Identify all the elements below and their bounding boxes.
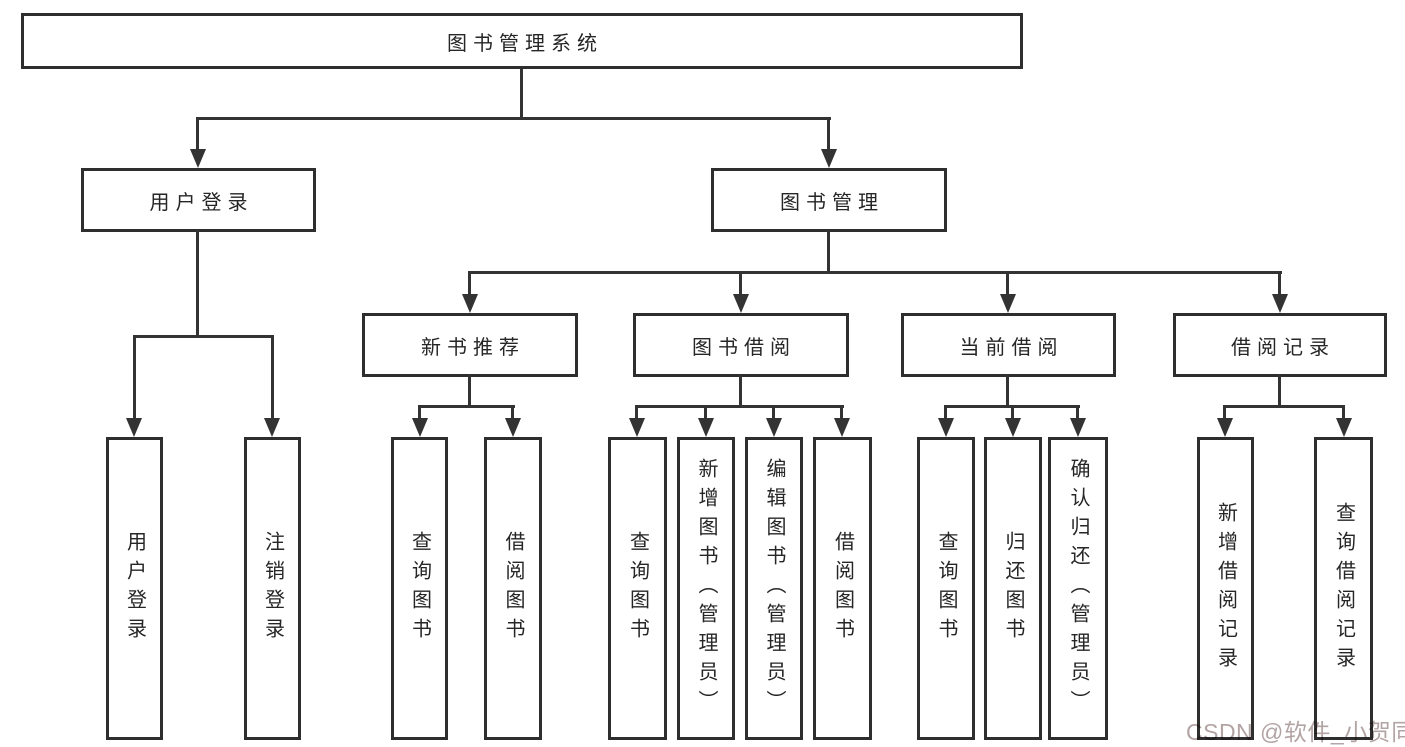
connector-shaft-bor-edit xyxy=(772,405,775,420)
leaf-record-query: 查询借阅记录 xyxy=(1314,437,1373,740)
arrowhead-leaf-login xyxy=(126,418,142,437)
connector-shaft-current xyxy=(1006,271,1009,296)
leaf-borrow-query-book: 查询图书 xyxy=(608,437,667,740)
connector-recommend-branch xyxy=(418,405,515,408)
connector-shaft-bor-query xyxy=(635,405,638,420)
leaf-user-login-label: 用户登录 xyxy=(123,530,146,647)
arrowhead-borrow xyxy=(733,294,749,313)
connector-shaft-record xyxy=(1278,271,1281,296)
node-user-login-label: 用户登录 xyxy=(149,191,254,214)
arrowhead-cur-query xyxy=(938,418,954,437)
arrowhead-bor-query xyxy=(629,418,645,437)
leaf-borrow-add-book-admin: 新增图书（管理员） xyxy=(677,437,735,740)
arrowhead-leaf-logout xyxy=(264,418,280,437)
node-current-borrow: 当前借阅 xyxy=(901,313,1116,377)
arrowhead-book-mgmt xyxy=(821,149,837,168)
leaf-record-add-label: 新增借阅记录 xyxy=(1214,501,1237,676)
leaf-borrow-lend-book: 借阅图书 xyxy=(813,437,872,740)
node-borrow-record-label: 借阅记录 xyxy=(1231,336,1335,359)
connector-mgmt-stub xyxy=(827,230,830,273)
connector-record-branch xyxy=(1224,405,1345,408)
leaf-user-login: 用户登录 xyxy=(106,437,163,740)
arrowhead-record-add xyxy=(1217,418,1233,437)
connector-shaft-leaf-login xyxy=(133,335,136,420)
connector-borrow-stub xyxy=(739,374,742,407)
connector-shaft-bor-lend xyxy=(840,405,843,420)
connector-current-stub xyxy=(1006,374,1009,407)
arrowhead-cur-return xyxy=(1005,418,1021,437)
leaf-recommend-query-book: 查询图书 xyxy=(391,437,448,740)
connector-shaft-user-login xyxy=(196,117,199,150)
leaf-borrow-lend-book-label: 借阅图书 xyxy=(831,530,854,647)
connector-shaft-leaf-logout xyxy=(271,335,274,420)
node-root-system: 图书管理系统 xyxy=(21,13,1023,69)
connector-shaft-cur-return xyxy=(1011,405,1014,420)
arrowhead-bor-lend xyxy=(834,418,850,437)
connector-shaft-borrow xyxy=(739,271,742,296)
node-book-management-label: 图书管理 xyxy=(780,191,884,214)
arrowhead-user-login xyxy=(190,149,206,168)
node-book-borrow-label: 图书借阅 xyxy=(692,336,796,359)
node-current-borrow-label: 当前借阅 xyxy=(959,336,1064,359)
leaf-user-logout-label: 注销登录 xyxy=(261,530,284,647)
connector-shaft-record-query xyxy=(1342,405,1345,420)
connector-shaft-book-mgmt xyxy=(827,117,830,150)
connector-shaft-bor-add xyxy=(704,405,707,420)
arrowhead-recommend xyxy=(462,294,478,313)
arrowhead-bor-edit xyxy=(766,418,782,437)
leaf-user-logout: 注销登录 xyxy=(244,437,301,740)
leaf-borrow-edit-book-admin-label: 编辑图书（管理员） xyxy=(763,458,785,719)
arrowhead-current xyxy=(1000,294,1016,313)
node-root-label: 图书管理系统 xyxy=(447,32,603,55)
node-new-book-recommend-label: 新书推荐 xyxy=(421,336,525,359)
connector-shaft-cur-query xyxy=(944,405,947,420)
connector-root-branch xyxy=(197,117,831,120)
leaf-current-confirm-return-admin-label: 确认归还（管理员） xyxy=(1067,458,1089,719)
arrowhead-bor-add xyxy=(698,418,714,437)
leaf-record-query-label: 查询借阅记录 xyxy=(1332,501,1355,676)
csdn-watermark: CSDN @软件_小贺同学 xyxy=(1186,719,1405,745)
connector-shaft-recommend xyxy=(468,271,471,296)
connector-shaft-rec-add xyxy=(1223,405,1226,420)
leaf-recommend-borrow-book-label: 借阅图书 xyxy=(502,530,524,647)
arrowhead-record-query xyxy=(1336,418,1352,437)
connector-shaft-rec-borrow xyxy=(511,405,514,420)
connector-user-branch xyxy=(133,335,274,338)
arrowhead-rec-query xyxy=(412,418,428,437)
leaf-current-return-book-label: 归还图书 xyxy=(1002,530,1024,647)
leaf-borrow-add-book-admin-label: 新增图书（管理员） xyxy=(695,458,717,719)
connector-recommend-stub xyxy=(468,374,471,407)
connector-user-stub xyxy=(196,230,199,337)
leaf-recommend-borrow-book: 借阅图书 xyxy=(484,437,542,740)
leaf-borrow-edit-book-admin: 编辑图书（管理员） xyxy=(745,437,803,740)
node-borrow-record: 借阅记录 xyxy=(1173,313,1387,377)
connector-record-stub xyxy=(1278,374,1281,407)
arrowhead-cur-confirm xyxy=(1070,418,1086,437)
node-new-book-recommend: 新书推荐 xyxy=(362,313,578,377)
leaf-current-confirm-return-admin: 确认归还（管理员） xyxy=(1048,437,1108,740)
arrowhead-rec-borrow xyxy=(505,418,521,437)
leaf-current-query-book: 查询图书 xyxy=(917,437,975,740)
connector-shaft-rec-query xyxy=(418,405,421,420)
connector-borrow-branch xyxy=(635,405,844,408)
node-book-borrow: 图书借阅 xyxy=(633,313,849,377)
leaf-record-add: 新增借阅记录 xyxy=(1197,437,1254,740)
connector-root-stub xyxy=(520,69,523,119)
leaf-recommend-query-book-label: 查询图书 xyxy=(408,530,431,647)
node-user-login: 用户登录 xyxy=(81,168,316,232)
connector-mgmt-branch xyxy=(468,271,1282,274)
leaf-borrow-query-book-label: 查询图书 xyxy=(626,530,649,647)
node-book-management: 图书管理 xyxy=(711,168,947,232)
connector-shaft-cur-confirm xyxy=(1076,405,1079,420)
leaf-current-query-book-label: 查询图书 xyxy=(935,530,957,647)
arrowhead-record xyxy=(1272,294,1288,313)
leaf-current-return-book: 归还图书 xyxy=(984,437,1042,740)
